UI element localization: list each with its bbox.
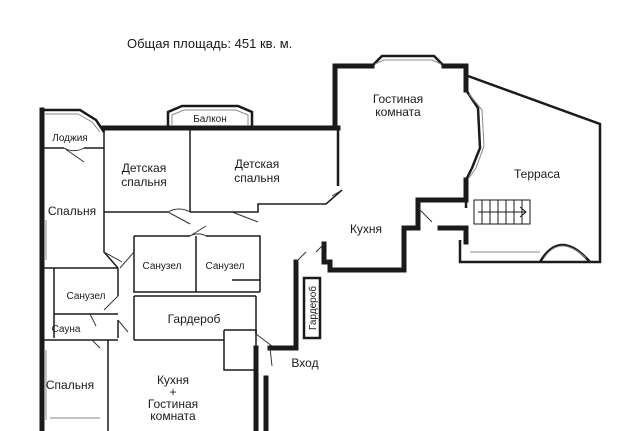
label-wardrobe: Гардероб <box>168 312 221 326</box>
label-kitchen-living-2: + <box>169 385 176 399</box>
label-wardrobe-vertical: Гардероб <box>307 286 319 330</box>
label-bathroom-left: Санузел <box>67 291 106 302</box>
label-entrance: Вход <box>291 356 318 370</box>
doors <box>63 147 433 367</box>
label-bathroom-2: Санузел <box>206 261 245 272</box>
label-kitchen-living-4: комната <box>150 409 196 423</box>
label-kids-bedroom-b-2: спальня <box>234 171 280 185</box>
interior-walls <box>42 128 343 431</box>
label-kids-bedroom-a-2: спальня <box>121 175 167 189</box>
label-loggia: Лоджия <box>52 133 87 144</box>
terrace-stairs <box>473 199 531 225</box>
label-terrace: Терраса <box>514 167 560 181</box>
label-sauna: Сауна <box>52 324 81 335</box>
label-kids-bedroom-a-1: Детская <box>122 161 166 175</box>
label-kitchen-top: Кухня <box>350 222 382 236</box>
total-area-title: Общая площадь: 451 кв. м. <box>127 36 292 51</box>
label-bedroom-top: Спальня <box>48 204 96 218</box>
label-living-room-1: Гостиная <box>373 92 423 106</box>
windows <box>45 220 100 420</box>
label-balcony: Балкон <box>193 114 227 125</box>
label-kitchen-living-3: Гостиная <box>148 397 198 411</box>
label-kids-bedroom-b-1: Детская <box>235 157 279 171</box>
label-bathroom-1: Санузел <box>143 261 182 272</box>
outer-walls <box>39 54 602 431</box>
room-labels: Лоджия Балкон Гостиная комната Терраса Д… <box>46 92 560 423</box>
label-living-room-2: комната <box>375 105 421 119</box>
label-kitchen-living-1: Кухня <box>157 373 189 387</box>
label-bedroom-bottom: Спальня <box>46 378 94 392</box>
